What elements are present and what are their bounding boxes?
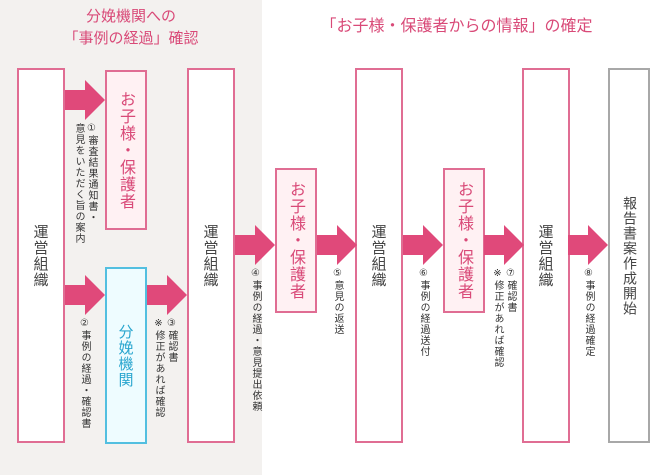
step-1-line1: ①審査結果通知書・	[86, 123, 97, 223]
arrow-right-icon	[568, 225, 608, 265]
guardian-box-1: お子様・保護者	[105, 70, 147, 230]
report-box: 報告書案作成開始	[608, 68, 650, 443]
arrow-right-icon	[317, 225, 357, 265]
arrow-right-icon	[147, 275, 187, 315]
guardian-box-2-label: お子様・保護者	[287, 181, 306, 300]
guardian-box-2: お子様・保護者	[275, 168, 317, 313]
step-1-line2: 意見をいただく旨の案内	[73, 123, 84, 244]
step-3-line1: ③確認書	[166, 318, 177, 363]
step-6-note: ⑥事例の経過送付	[417, 268, 430, 357]
step-7-line1: ⑦確認書	[505, 268, 516, 313]
phase1-title-line1: 分娩機関への	[85, 7, 176, 25]
arrow-right-icon	[235, 225, 275, 265]
step-5-line1: ⑤意見の返送	[332, 268, 343, 335]
step-7-note: ⑦確認書 ※修正があれば確認	[491, 268, 517, 368]
organization-box-1: 運営組織	[17, 68, 65, 443]
step-8-note: ⑧事例の経過確定	[582, 268, 595, 357]
arrow-right-icon	[484, 225, 524, 265]
institution-box-label: 分娩機関	[116, 323, 135, 388]
step-3-note: ③確認書 ※修正があれば確認	[152, 318, 178, 418]
step-4-note: ④事例の経過・意見提出依頼	[249, 268, 262, 412]
phase1-title: 分娩機関への 「事例の経過」確認	[0, 5, 262, 49]
organization-box-1-label: 運営組織	[31, 223, 50, 288]
arrow-right-icon	[403, 225, 443, 265]
step-1-note: ①審査結果通知書・ 意見をいただく旨の案内	[72, 123, 98, 244]
arrow-right-icon	[65, 275, 105, 315]
step-7-line2: ※修正があれば確認	[492, 268, 503, 368]
phase2-title: 「お子様・保護者からの情報」の確定	[320, 16, 593, 35]
step-4-line1: ④事例の経過・意見提出依頼	[250, 268, 261, 412]
organization-box-3-label: 運営組織	[369, 223, 388, 288]
organization-box-2: 運営組織	[187, 68, 235, 443]
guardian-box-3-label: お子様・保護者	[455, 181, 474, 300]
phase1-title-line2: 「事例の経過」確認	[63, 29, 199, 47]
step-2-line1: ②事例の経過・確認書	[79, 318, 90, 429]
report-box-label: 報告書案作成開始	[621, 195, 637, 316]
step-6-line1: ⑥事例の経過送付	[418, 268, 429, 357]
step-5-note: ⑤意見の返送	[331, 268, 344, 335]
guardian-box-3: お子様・保護者	[443, 168, 485, 313]
step-2-note: ②事例の経過・確認書	[78, 318, 91, 429]
organization-box-4-label: 運営組織	[536, 223, 555, 288]
step-8-line1: ⑧事例の経過確定	[583, 268, 594, 357]
guardian-box-1-label: お子様・保護者	[117, 90, 136, 210]
institution-box: 分娩機関	[105, 267, 147, 444]
organization-box-4: 運営組織	[522, 68, 570, 443]
step-3-line2: ※修正があれば確認	[153, 318, 164, 418]
arrow-right-icon	[65, 80, 105, 120]
organization-box-3: 運営組織	[355, 68, 403, 443]
organization-box-2-label: 運営組織	[201, 223, 220, 288]
